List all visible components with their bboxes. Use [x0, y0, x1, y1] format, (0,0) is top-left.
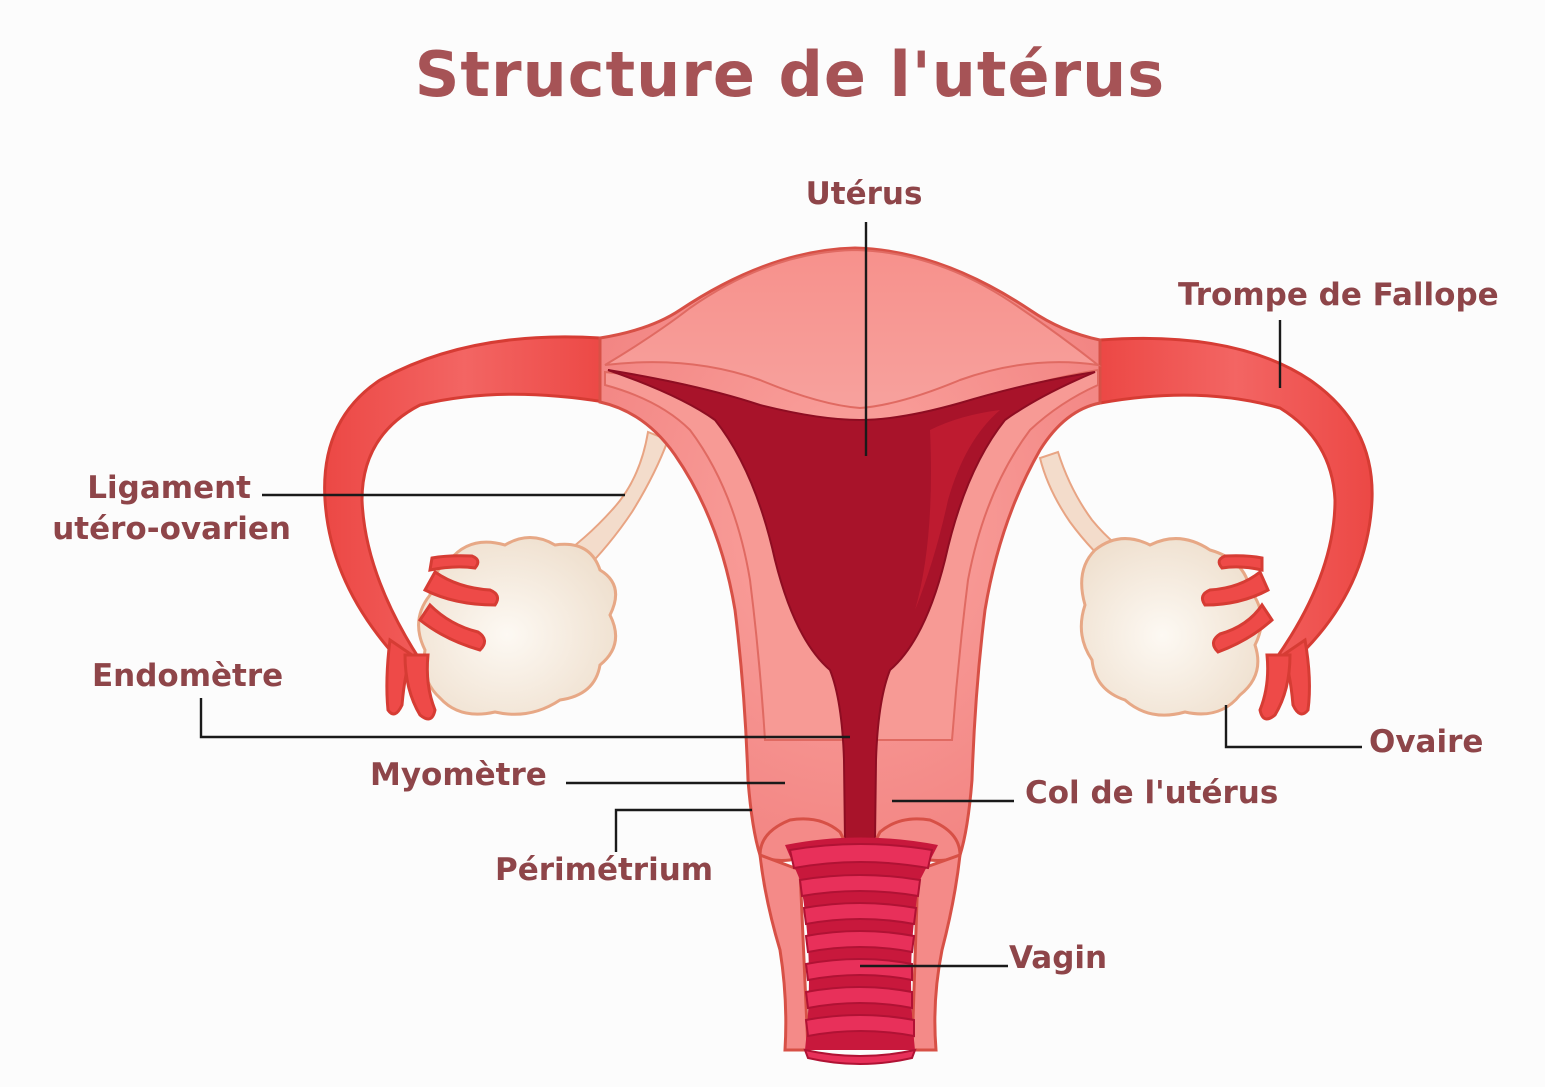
left-ovary-shape [417, 536, 618, 716]
label-trompe: Trompe de Fallope [1178, 277, 1499, 313]
uterine-cavity [607, 369, 1096, 841]
label-ligament-line1: Ligament [87, 470, 251, 506]
leader-lines [199, 222, 1362, 968]
label-col: Col de l'utérus [1025, 775, 1278, 811]
label-endometre: Endomètre [92, 658, 283, 694]
vaginal-canal [785, 837, 938, 1065]
label-ovaire: Ovaire [1369, 724, 1483, 760]
label-ligament-line2: utéro-ovarien [52, 511, 291, 547]
label-vagin: Vagin [1009, 940, 1107, 976]
vaginal-rugae [788, 843, 934, 1038]
right-ovary-shape [1079, 537, 1263, 717]
left-fimbriae [385, 554, 500, 721]
leader-ovaire [1224, 705, 1362, 749]
label-myometre: Myomètre [370, 757, 547, 793]
vagina-right-wall [910, 852, 962, 1052]
label-uterus: Utérus [806, 176, 923, 212]
right-fimbriae [1200, 554, 1311, 721]
leader-perimetrium [614, 808, 752, 852]
page-title: Structure de l'utérus [414, 38, 1166, 111]
leader-endometre [199, 698, 850, 739]
uterus-fundus [604, 248, 1102, 410]
labels: Utérus Trompe de Fallope Ligament utéro-… [52, 176, 1498, 976]
label-perimetrium: Périmétrium [495, 852, 713, 888]
cavity-highlight [915, 410, 1000, 610]
vagina-left-wall [758, 852, 810, 1052]
